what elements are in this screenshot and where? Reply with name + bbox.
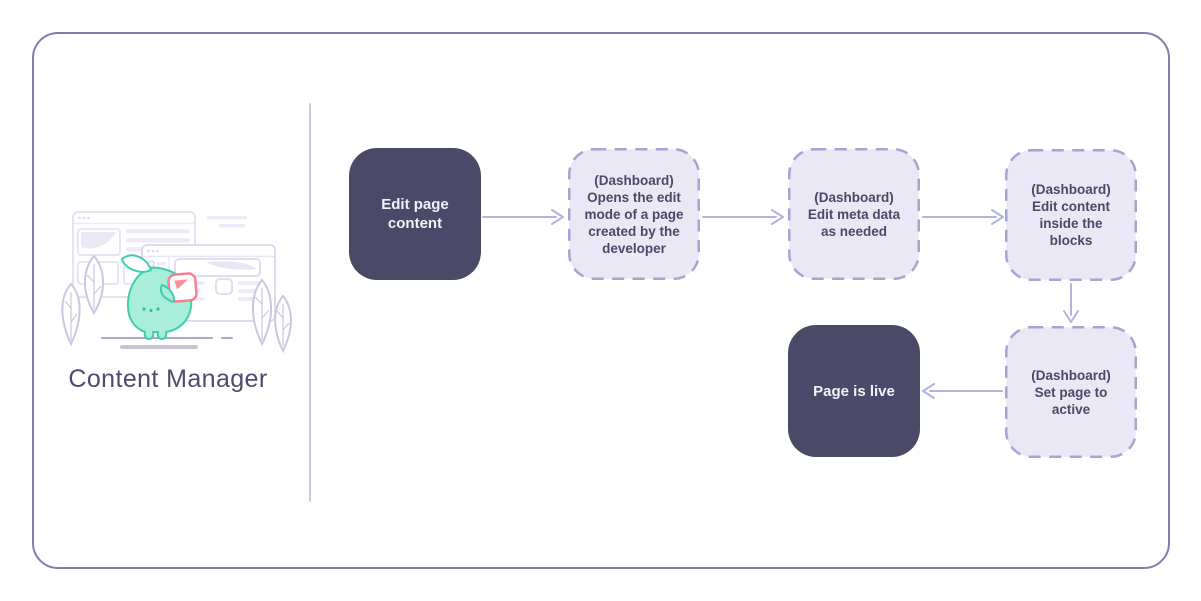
flow-node-label: Page is live — [813, 382, 895, 400]
leaf-plant-left-icon — [61, 254, 105, 347]
dashed-node-outline — [568, 148, 700, 280]
flow-node-edit-page-content: Edit page content — [349, 148, 481, 280]
dashed-node-outline — [1005, 326, 1137, 458]
flow-node-label: (Dashboard) Opens the edit mode of a pag… — [584, 172, 684, 256]
dashed-node-outline — [788, 148, 920, 280]
flow-node-set-page-active: (Dashboard) Set page to active — [1005, 326, 1137, 458]
page-title: Content Manager — [68, 365, 268, 393]
flow-node-label: (Dashboard) Edit meta data as needed — [807, 189, 901, 239]
flow-node-open-edit-mode: (Dashboard) Opens the edit mode of a pag… — [568, 148, 700, 280]
flow-node-page-is-live: Page is live — [788, 325, 920, 457]
flow-node-edit-meta-data: (Dashboard) Edit meta data as needed — [788, 148, 920, 280]
vertical-divider — [309, 103, 311, 502]
flow-node-label: (Dashboard) Set page to active — [1031, 367, 1111, 417]
floating-text-lines — [207, 216, 247, 228]
dashed-node-outline — [1005, 149, 1137, 281]
mascot-icon — [121, 254, 198, 340]
content-manager-illustration — [61, 211, 292, 354]
flow-node-label: Edit page content — [381, 196, 449, 232]
flow-node-label: (Dashboard) Edit content inside the bloc… — [1031, 182, 1111, 248]
ground-line — [101, 337, 233, 349]
leaf-plant-right-icon — [251, 278, 292, 354]
flow-node-edit-content-blocks: (Dashboard) Edit content inside the bloc… — [1005, 149, 1137, 281]
